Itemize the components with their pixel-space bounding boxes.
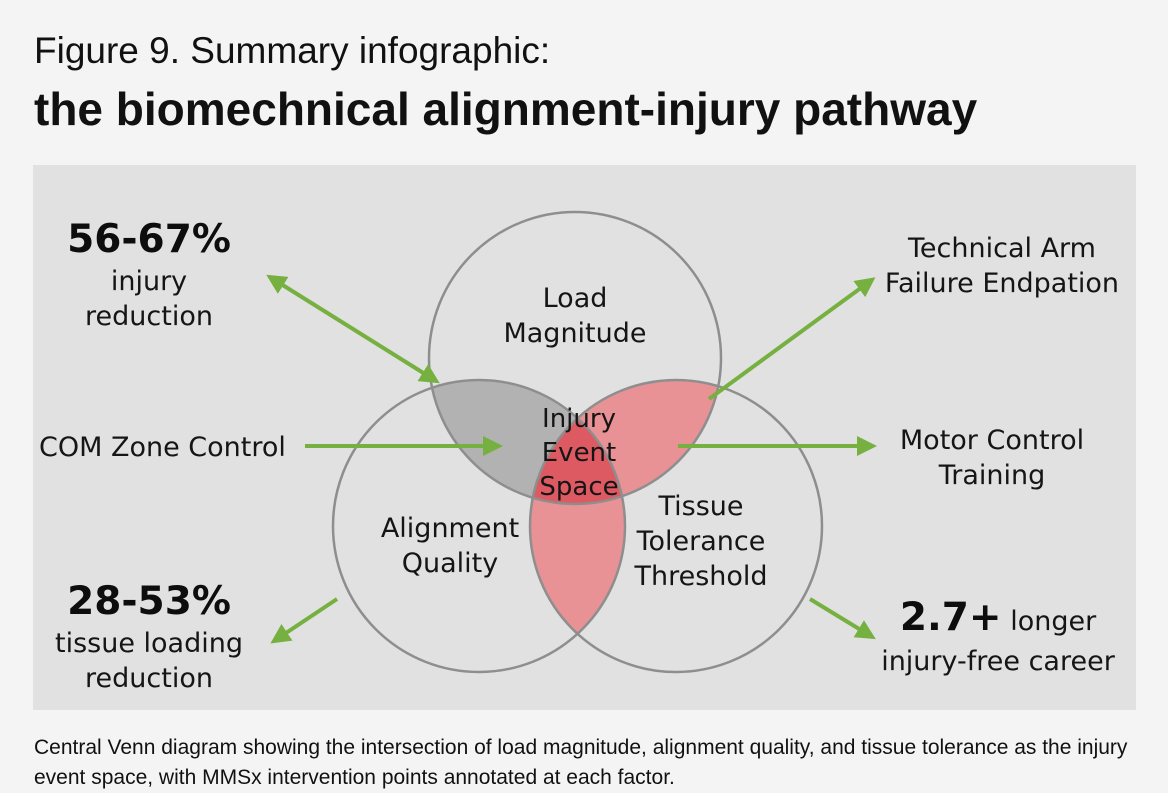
- arrow-tissue-loading: [270, 597, 339, 644]
- stat-injury-reduction: 56-67%: [67, 217, 231, 262]
- figure-title-line2: the biomechnical alignment-injury pathwa…: [34, 83, 978, 135]
- annotation-motor-control: Motor Control Training: [899, 425, 1085, 492]
- figure-title-line1: Figure 9. Summary infographic:: [34, 30, 551, 71]
- arrow-injury-reduction: [266, 274, 440, 384]
- annotation-career: 2.7+ longer injury-free career: [881, 595, 1115, 677]
- stat-career: 2.7+: [899, 595, 1002, 640]
- stat-tissue-loading: 28-53%: [67, 579, 231, 624]
- arrow-technical-arm: [707, 277, 876, 401]
- circle-alignment-quality: [331, 378, 627, 674]
- circle-tissue-tolerance: [528, 378, 824, 674]
- venn-diagram: [266, 210, 877, 674]
- annotation-injury-reduction: 56-67% injury reduction: [49, 217, 249, 334]
- overlap-center: [530, 380, 625, 504]
- annotation-tissue-loading: 28-53% tissue loading reduction: [39, 579, 259, 696]
- figure-caption: Central Venn diagram showing the interse…: [34, 736, 1128, 789]
- annotation-com-zone-control: COM Zone Control: [39, 432, 286, 463]
- arrow-career: [808, 597, 876, 640]
- annotation-technical-arm: Technical Arm Failure Endpation: [884, 233, 1120, 300]
